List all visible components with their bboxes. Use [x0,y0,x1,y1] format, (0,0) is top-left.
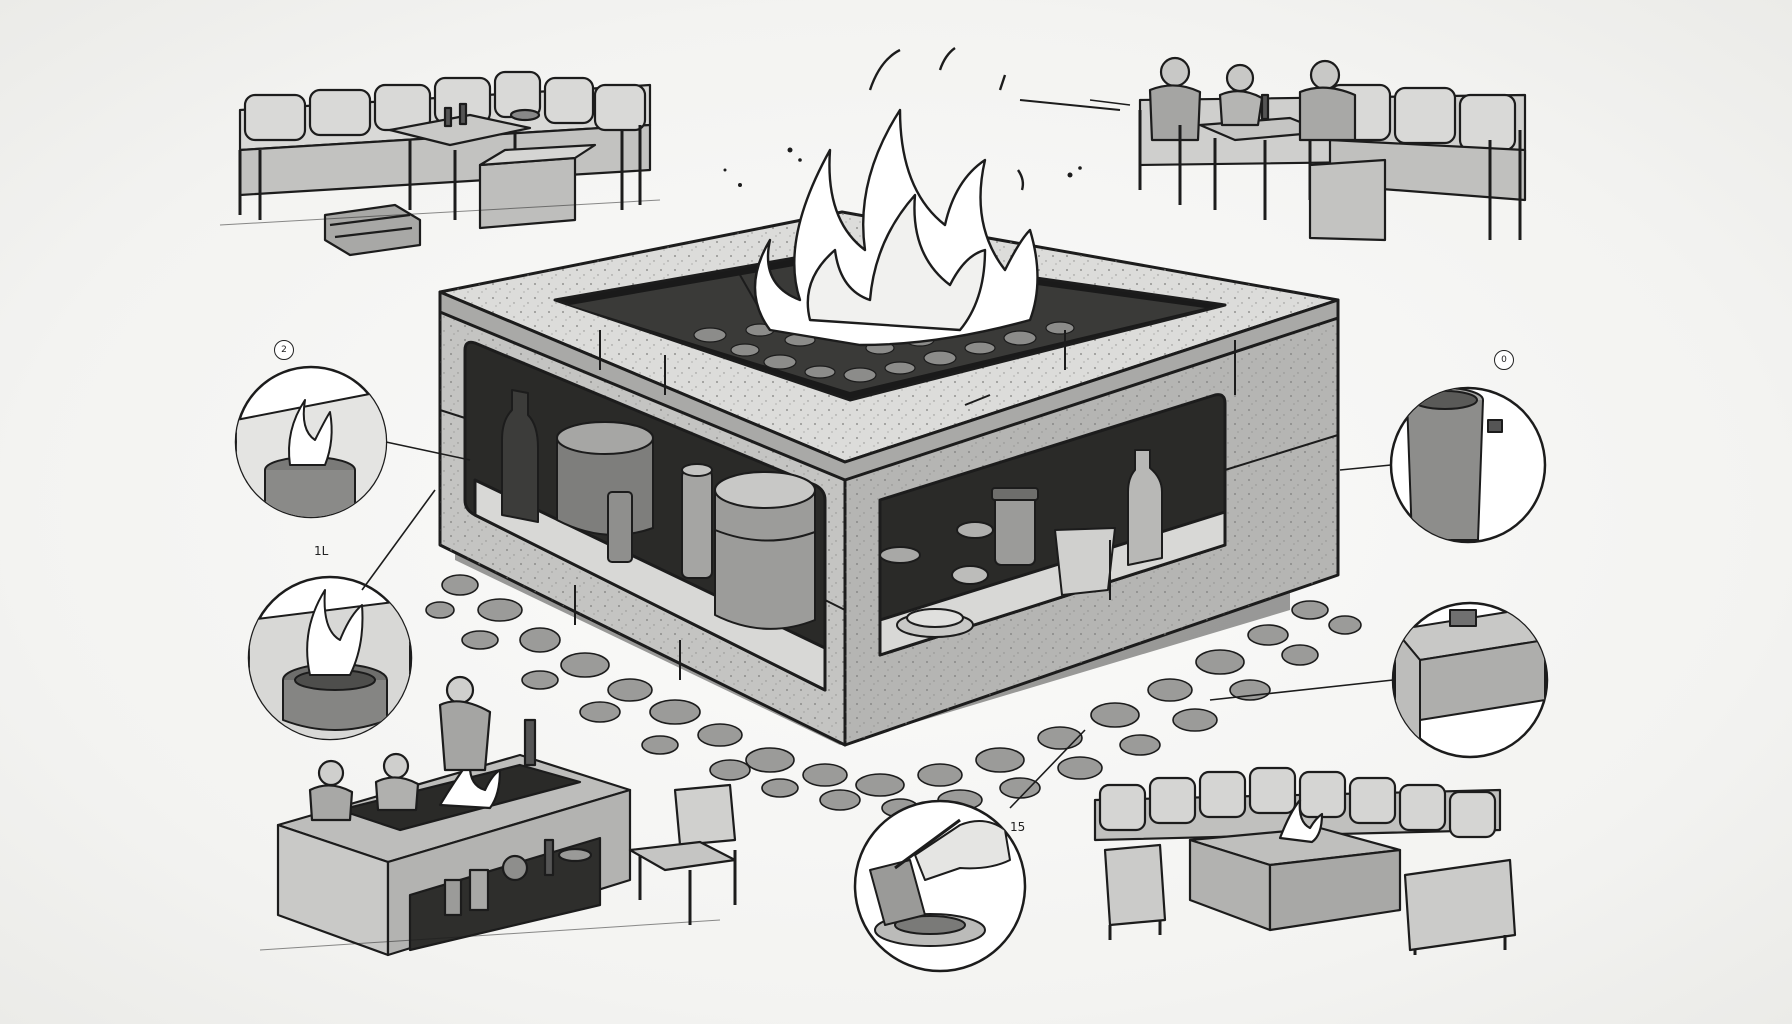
flame-icon [306,589,364,676]
bottle-icon [1127,449,1163,566]
central-fire-pit [425,47,1362,818]
cylinder-icon [1406,399,1484,541]
fire-table-bottom-left [259,675,737,957]
canister-icon [714,490,816,630]
can-icon [681,469,713,579]
flame-icon [438,758,502,810]
sectional-bottom-right [1093,766,1517,955]
ember-sparks [723,147,1082,187]
detail-circle-fire-bowl [247,575,413,741]
shelf-items-right [879,449,1163,638]
jar-icon [994,494,1036,566]
callout-badge: 1L [314,544,329,558]
lounge-set-top-right [1019,56,1527,242]
bottle-icon [501,389,539,523]
flame-icon [1278,798,1324,844]
detail-circle-bench [1391,601,1549,759]
callout-connectors [361,99,1394,809]
shelf-items-left [501,389,816,630]
lighter-icon [869,859,926,926]
detail-circle-cylinder [1389,386,1547,544]
detail-circle-hand-lighter [853,799,1027,973]
flame-icon [288,399,333,466]
glass-bowl-icon [1054,527,1116,596]
detail-circle-fire-pot [234,365,388,519]
pebble-bed [425,574,1362,818]
fire-flame-icon [753,47,1039,347]
goblet-icon [951,565,989,585]
callout-badge: 15 [1010,820,1026,834]
callout-badge: 0 [1494,350,1514,370]
callout-badge: 2 [274,340,294,360]
hand-icon [914,820,1011,881]
lounge-set-top-left [219,70,661,257]
